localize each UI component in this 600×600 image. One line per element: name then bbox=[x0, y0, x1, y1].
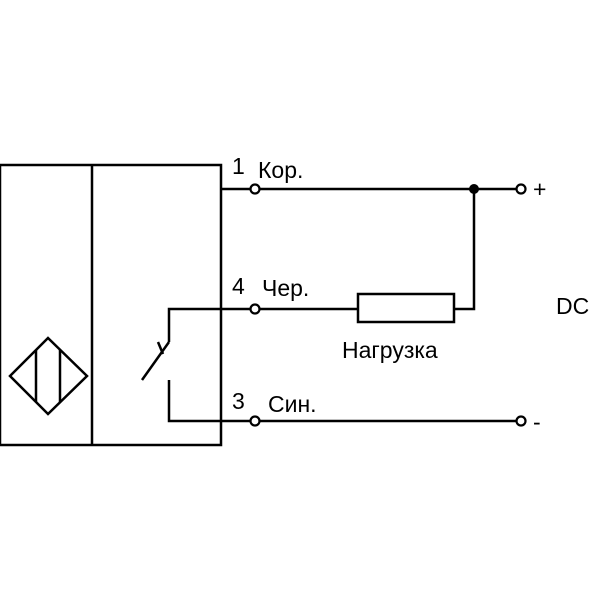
load-label: Нагрузка bbox=[342, 337, 438, 363]
junction-dot bbox=[469, 184, 479, 194]
terminal-4-number: 4 bbox=[232, 273, 245, 299]
supply-negative-label: - bbox=[533, 409, 541, 435]
terminal-3-number: 3 bbox=[232, 388, 245, 414]
terminal-3-label: Син. bbox=[268, 391, 317, 417]
terminal-1-label: Кор. bbox=[258, 157, 303, 183]
terminal-4 bbox=[249, 303, 261, 315]
terminal-4-label: Чер. bbox=[262, 275, 309, 301]
terminal-1 bbox=[249, 183, 261, 195]
output-switch-icon bbox=[140, 307, 221, 423]
sensor-housing bbox=[0, 163, 223, 447]
terminal-1-number: 1 bbox=[232, 153, 245, 179]
supply-dc-label: DC bbox=[556, 293, 589, 319]
load-resistor bbox=[356, 292, 456, 324]
supply-positive-label: + bbox=[533, 176, 546, 202]
terminal-3 bbox=[249, 415, 261, 427]
sensing-element-icon bbox=[8, 336, 89, 416]
load-return-wire bbox=[454, 189, 476, 311]
supply-positive-terminal bbox=[515, 183, 527, 195]
supply-negative-terminal bbox=[515, 415, 527, 427]
